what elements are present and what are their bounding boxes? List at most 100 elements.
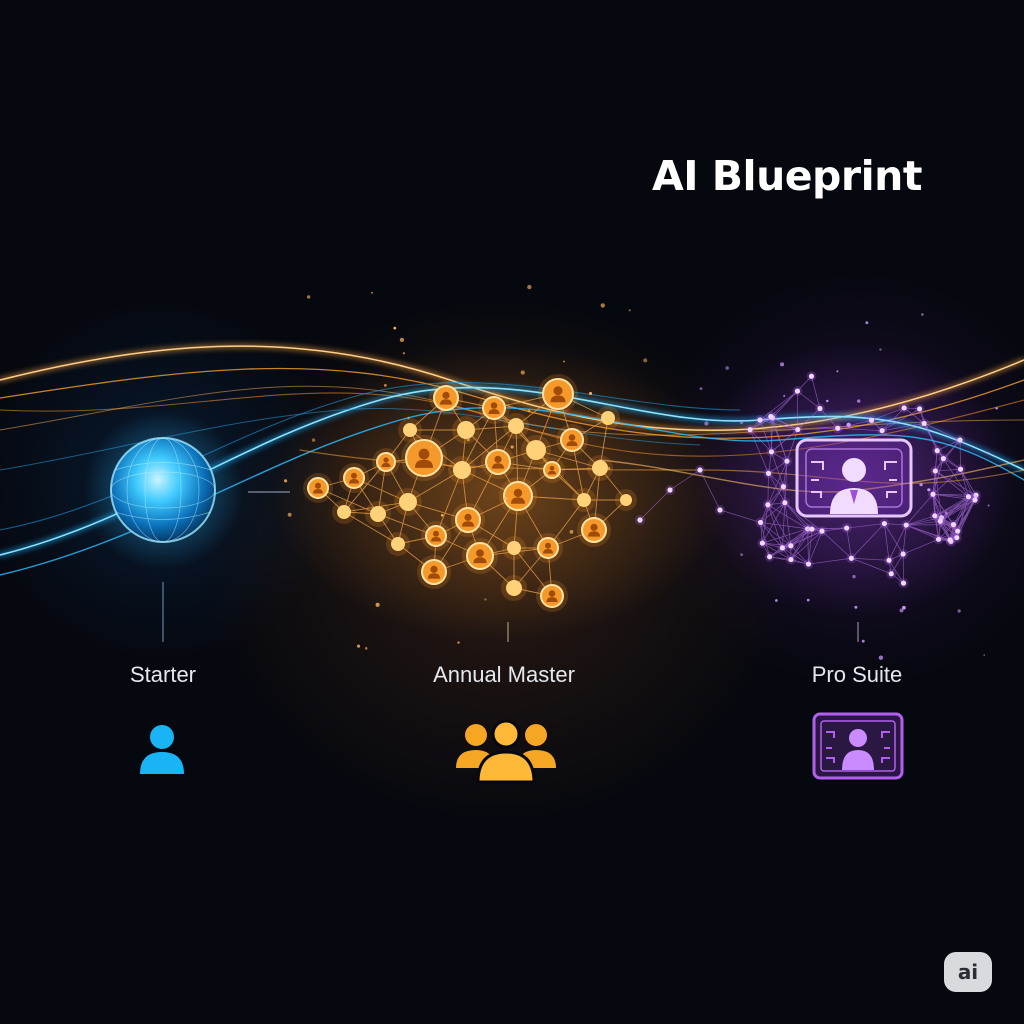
spark	[306, 295, 311, 299]
network-node	[784, 458, 790, 464]
spark	[944, 511, 948, 515]
single-user-icon	[140, 725, 184, 774]
network-node	[391, 537, 405, 551]
network-node	[506, 580, 522, 596]
spark	[607, 466, 611, 470]
network-node	[881, 520, 887, 527]
network-node	[932, 468, 938, 474]
network-node	[757, 417, 763, 423]
spark	[806, 598, 810, 602]
spark	[393, 326, 397, 330]
network-node	[457, 421, 475, 439]
network-node	[903, 522, 909, 528]
network-node	[917, 406, 923, 412]
network-node	[900, 580, 907, 586]
spark	[878, 655, 884, 660]
spark	[356, 644, 361, 648]
spark	[563, 360, 565, 363]
spark	[854, 605, 858, 609]
spark	[407, 416, 410, 420]
spark	[527, 409, 531, 413]
network-node	[577, 493, 591, 507]
network-node	[900, 551, 906, 557]
spark	[852, 574, 856, 579]
spark	[725, 366, 729, 370]
network-node	[667, 487, 673, 493]
network-node	[717, 507, 723, 513]
spark	[704, 421, 709, 426]
spark	[588, 391, 593, 396]
network-node	[526, 440, 546, 460]
spark	[927, 488, 931, 492]
network-node	[697, 467, 703, 473]
network-node	[973, 492, 979, 498]
spark	[484, 598, 487, 601]
network-node	[934, 448, 940, 454]
spark	[857, 399, 861, 403]
spark-particles	[284, 284, 998, 660]
network-node	[757, 519, 764, 526]
tier-label-starter: Starter	[129, 662, 197, 687]
network-node	[957, 437, 963, 443]
starter-sphere	[111, 438, 215, 542]
network-node	[765, 470, 772, 476]
network-node	[886, 557, 892, 563]
network-node	[399, 493, 417, 511]
network-node	[844, 525, 850, 531]
network-node	[795, 426, 801, 433]
network-node	[507, 541, 521, 555]
spark	[504, 496, 508, 501]
network-node	[508, 418, 524, 434]
spark	[399, 337, 405, 343]
spark	[402, 352, 406, 355]
spark	[780, 362, 785, 367]
spark	[826, 399, 829, 403]
pro-suite-network-nodes	[635, 371, 982, 589]
network-node	[848, 555, 854, 561]
spark	[287, 512, 292, 517]
network-node	[788, 556, 794, 563]
network-node	[965, 494, 972, 500]
tier-label-pro-suite: Pro Suite	[811, 662, 903, 687]
spark	[569, 529, 574, 534]
spark	[987, 452, 990, 455]
network-node	[768, 413, 774, 420]
network-node	[768, 449, 775, 455]
network-node	[950, 522, 957, 528]
spark	[861, 639, 865, 643]
network-node	[957, 466, 964, 472]
network-node	[805, 561, 812, 567]
spark	[383, 383, 387, 387]
ai-badge: ai	[944, 952, 992, 992]
spark	[440, 513, 444, 517]
spark	[987, 504, 990, 507]
network-node	[809, 526, 815, 532]
spark	[921, 313, 924, 316]
page-title: AI Blueprint	[652, 152, 922, 200]
network-node	[766, 554, 773, 560]
spark	[364, 647, 368, 650]
network-node	[955, 528, 961, 534]
spark	[740, 553, 744, 557]
network-node	[780, 484, 786, 490]
spark	[457, 641, 460, 644]
spark	[600, 303, 605, 308]
network-node	[592, 460, 608, 476]
network-node	[868, 417, 875, 423]
network-node	[940, 456, 946, 462]
spark	[466, 437, 470, 442]
network-node	[337, 505, 351, 519]
network-node	[888, 571, 894, 577]
spark	[957, 609, 961, 613]
network-node	[794, 388, 801, 394]
spark	[628, 309, 631, 312]
network-node	[370, 506, 386, 522]
network-node	[759, 540, 765, 546]
spark	[983, 654, 986, 656]
network-node	[637, 517, 643, 523]
spark	[510, 445, 514, 449]
spark	[284, 479, 288, 483]
spark	[371, 291, 373, 294]
